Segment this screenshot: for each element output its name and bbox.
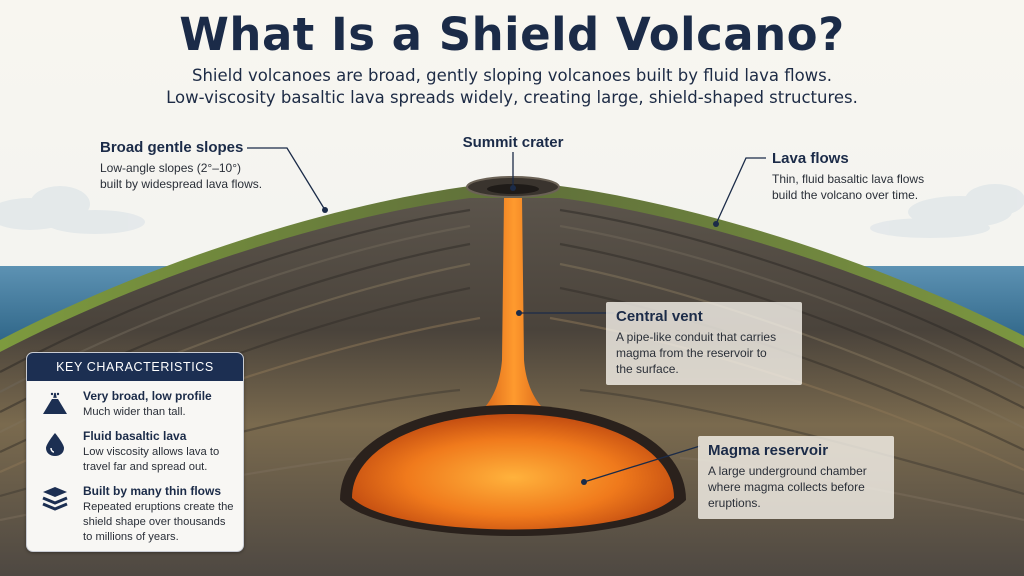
label-line: A large underground chamber — [708, 464, 867, 478]
label-central-vent: Central vent A pipe-like conduit that ca… — [606, 302, 802, 385]
label-title: Broad gentle slopes — [100, 139, 244, 156]
subtitle-line-2: Low-viscosity basaltic lava spreads wide… — [166, 88, 858, 107]
label-line: A pipe-like conduit that carries — [616, 330, 777, 344]
label-line: built by widespread lava flows. — [100, 177, 263, 191]
page-title: What Is a Shield Volcano? — [179, 8, 845, 61]
characteristic-line: to millions of years. — [83, 531, 179, 543]
label-line: where magma collects before — [708, 480, 865, 494]
layers-icon — [42, 487, 68, 511]
subtitle-line-1: Shield volcanoes are broad, gently slopi… — [191, 66, 833, 85]
key-characteristics-card: KEY CHARACTERISTICS Very broad, low prof… — [26, 352, 244, 552]
label-title: Lava flows — [772, 150, 849, 167]
label-line: eruptions. — [708, 496, 761, 510]
label-line: the surface. — [616, 362, 679, 376]
label-line: build the volcano over time. — [772, 188, 919, 202]
characteristic-text: Low viscosity allows lava to travel far … — [83, 445, 239, 475]
label-title: Summit crater — [462, 134, 564, 151]
clouds — [0, 184, 1024, 238]
leader-lines — [247, 147, 766, 483]
characteristic-line: shield shape over thousands — [83, 516, 226, 528]
characteristic-line: Much wider than tall. — [83, 406, 186, 418]
label-lava-flows: Lava flows Thin, fluid basaltic lava flo… — [772, 150, 924, 203]
characteristic-line: Low viscosity allows lava to — [83, 446, 220, 458]
label-line: Low-angle slopes (2°–10°) — [100, 161, 242, 175]
characteristic-line: Repeated eruptions create the — [83, 501, 234, 513]
characteristic-text: Repeated eruptions create the shield sha… — [83, 500, 239, 545]
label-title: Magma reservoir — [708, 442, 829, 459]
label-magma-reservoir: Magma reservoir A large underground cham… — [698, 436, 894, 519]
leader-dots — [322, 185, 719, 485]
characteristic-text: Much wider than tall. — [83, 405, 239, 420]
characteristic-title: Fluid basaltic lava — [83, 429, 187, 443]
label-title: Central vent — [616, 308, 703, 325]
droplet-icon — [46, 433, 64, 456]
label-line: Thin, fluid basaltic lava flows — [772, 172, 925, 186]
label-summit-crater: Summit crater — [430, 134, 596, 155]
characteristic-title: Very broad, low profile — [83, 389, 212, 403]
label-broad-gentle-slopes: Broad gentle slopes Low-angle slopes (2°… — [100, 139, 262, 192]
card-heading: KEY CHARACTERISTICS — [27, 353, 243, 381]
characteristic-line: travel far and spread out. — [83, 461, 208, 473]
volcano-icon — [43, 392, 67, 414]
label-line: magma from the reservoir to — [616, 346, 767, 360]
conduit — [468, 198, 560, 420]
magma-reservoir-shape — [352, 414, 674, 530]
characteristic-title: Built by many thin flows — [83, 484, 222, 498]
